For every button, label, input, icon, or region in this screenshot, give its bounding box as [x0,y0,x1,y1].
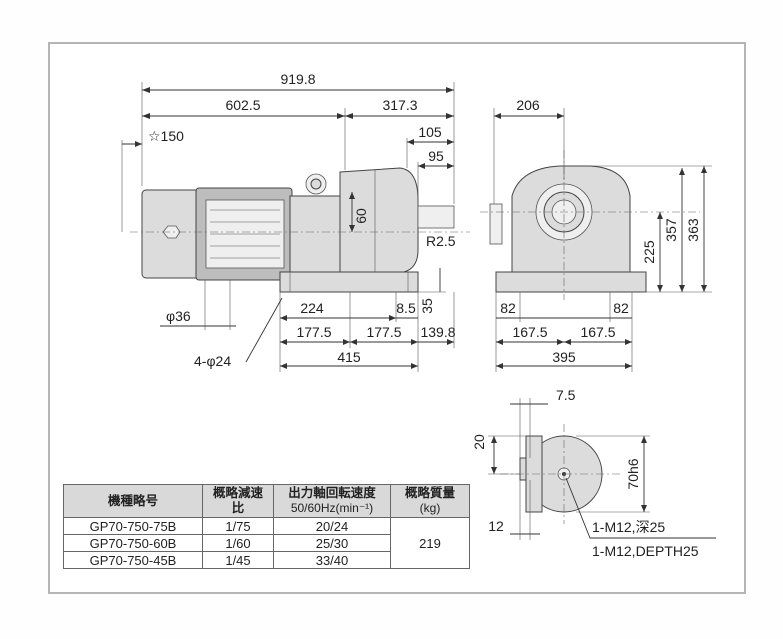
cell-speed: 25/30 [273,534,391,552]
reducer-housing [339,167,419,273]
dim-shaft-diameter: 70h6 [625,458,641,489]
dim-shaft-center-height: 35 [419,298,435,314]
dim-base-length: 415 [337,349,361,365]
dim-base-width: 395 [552,349,576,365]
side-view: 919.8 602.5 317.3 ☆150 105 95 60 R2.5 35… [121,71,470,372]
dim-shaft-to-hole: 139.8 [420,324,455,340]
table-row: GP70-750-75B 1/75 20/24 219 [63,517,470,569]
header-mass: 概略質量(kg) [390,484,470,518]
header-ratio: 概略減速比 [202,484,274,518]
dim-motor-clearance: ☆150 [148,128,184,144]
dim-half-right: 167.5 [580,324,615,340]
output-shaft [417,205,455,229]
reducer-front-base [495,271,647,293]
dim-foot-edge: 8.5 [396,300,416,316]
dim-half-span-right: 177.5 [366,324,401,340]
dim-shaft-length: 105 [418,124,442,140]
dim-shaft-height-small: 60 [353,208,369,224]
cell-ratio: 1/60 [202,534,274,552]
dim-height-363: 363 [685,218,701,242]
front-view: 206 225 357 363 82 82 167.5 167.5 395 [480,97,712,372]
cell-model: GP70-750-45B [63,551,203,569]
cell-ratio: 1/45 [202,551,274,569]
dim-key-height: 20 [471,434,487,450]
dim-overall-length: 919.8 [280,71,315,87]
dim-height-225: 225 [641,240,657,264]
header-model: 機種略号 [63,484,203,518]
dim-shaft-step: 12 [488,518,504,534]
note-tap-en: 1-M12,DEPTH25 [592,543,699,559]
shaft-end-left [489,203,503,245]
dim-shaft-offset: 95 [428,148,444,164]
dim-half-left: 167.5 [512,324,547,340]
cell-speed: 20/24 [273,517,391,535]
cell-model: GP70-750-60B [63,534,203,552]
dim-motor-length: 602.5 [225,97,260,113]
cell-speed: 33/40 [273,551,391,569]
note-tap-jp: 1-M12,深25 [592,519,665,535]
dim-reducer-length: 317.3 [382,97,417,113]
dim-edge-left: 82 [500,300,516,316]
reducer-base [279,271,419,293]
cell-mass: 219 [390,517,470,569]
dim-half-span-left: 177.5 [296,324,331,340]
dim-radius: R2.5 [426,233,456,249]
dim-height-357: 357 [663,218,679,242]
dim-motor-diameter: φ36 [166,308,191,324]
table-row: GP70-750-45B 1/45 33/40 [63,551,470,569]
dim-mount-holes: 4-φ24 [194,353,231,369]
dim-hole-span: 224 [300,300,324,316]
dim-edge-right: 82 [613,300,629,316]
dim-top-width: 206 [516,97,540,113]
shaft-detail: 7.5 20 70h6 12 1-M12,深25 1-M12,DEPTH25 [471,387,716,559]
cell-ratio: 1/75 [202,517,274,535]
dim-key-width: 7.5 [556,387,576,403]
cell-model: GP70-750-75B [63,517,203,535]
table-row: GP70-750-60B 1/60 25/30 [63,534,470,552]
adapter-flange [289,195,343,277]
